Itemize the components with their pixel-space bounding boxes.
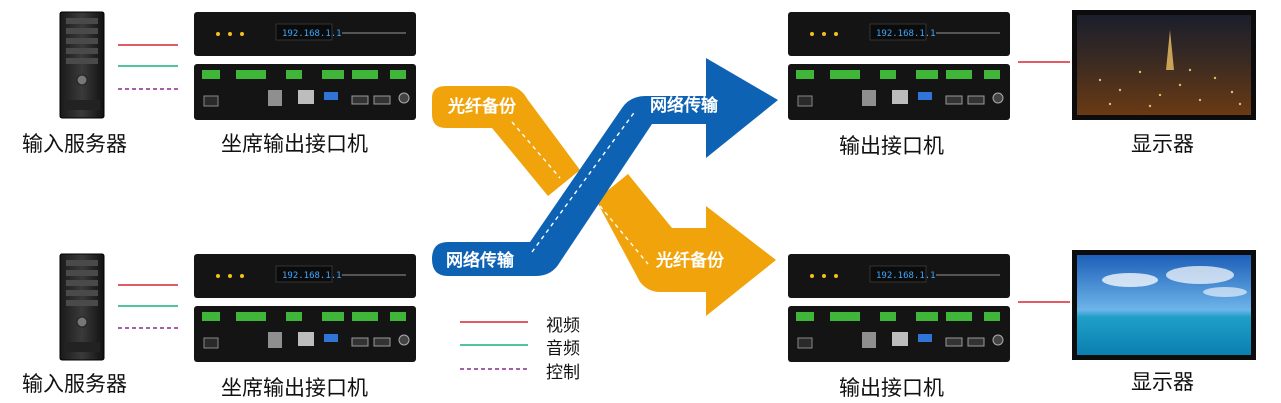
server-top-cables (118, 44, 178, 90)
server-top (59, 11, 105, 119)
seat-output-label-bottom: 坐席输出接口机 (221, 376, 368, 400)
svg-text:192.168.1.1: 192.168.1.1 (282, 29, 342, 39)
legend-video-label: 视频 (546, 316, 580, 336)
svg-text:192.168.1.1: 192.168.1.1 (876, 271, 936, 281)
display-label-bottom: 显示器 (1131, 370, 1194, 394)
output-interface-label-bottom: 输出接口机 (839, 376, 944, 400)
fiber-backup-label-top: 光纤备份 (447, 96, 517, 117)
legend (460, 321, 528, 370)
seat-device-bottom: 192.168.1.1 (194, 254, 416, 362)
fiber-arrow-bottom (596, 174, 776, 316)
legend-control-label: 控制 (546, 363, 580, 383)
output-interface-label-top: 输出接口机 (839, 134, 944, 158)
server-bottom (59, 253, 105, 361)
seat-output-label-top: 坐席输出接口机 (221, 132, 368, 156)
fiber-backup-label-bottom: 光纤备份 (655, 250, 725, 271)
seat-device-top: 192.168.1.1 (194, 12, 416, 120)
output-device-top: 192.168.1.1 (788, 12, 1010, 120)
fiber-arrow-top-left (432, 86, 580, 196)
display-bottom (1072, 250, 1256, 360)
display-label-top: 显示器 (1131, 132, 1194, 156)
network-label-bottom: 网络传输 (446, 250, 515, 271)
output-device-bottom: 192.168.1.1 (788, 254, 1010, 362)
network-arrow (432, 58, 778, 276)
display-top (1072, 10, 1256, 120)
server-bottom-cables (118, 284, 178, 329)
input-server-label-top: 输入服务器 (22, 132, 127, 156)
legend-audio-label: 音频 (546, 339, 580, 359)
svg-text:192.168.1.1: 192.168.1.1 (282, 271, 342, 281)
input-server-label-bottom: 输入服务器 (22, 372, 127, 396)
network-label-top: 网络传输 (650, 95, 719, 116)
svg-text:192.168.1.1: 192.168.1.1 (876, 29, 936, 39)
